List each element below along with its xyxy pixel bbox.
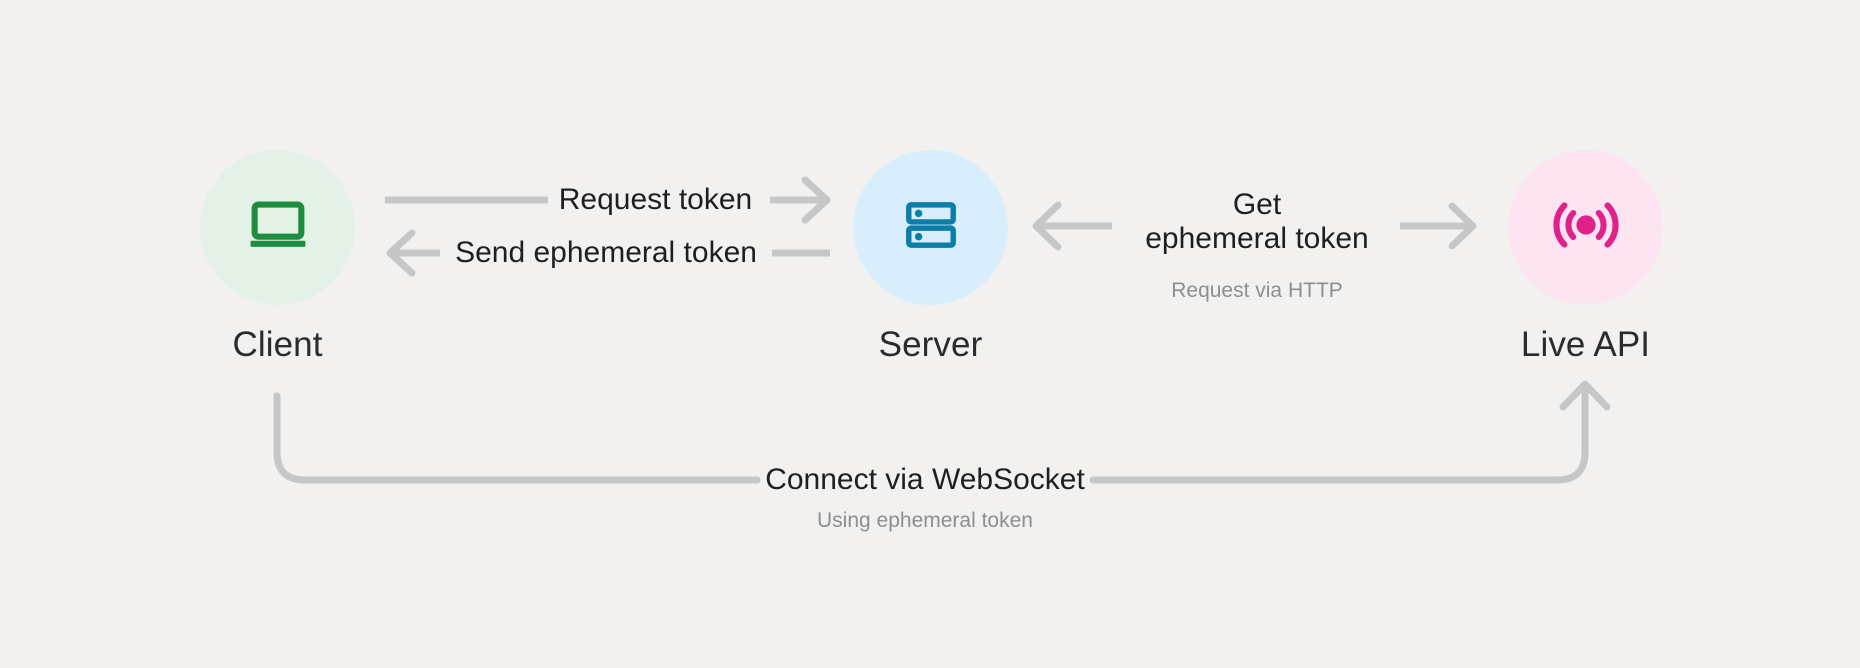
broadcast-signal-icon xyxy=(1551,190,1621,265)
live-api-label: Live API xyxy=(1520,325,1651,364)
request-token-arrow-icon xyxy=(770,176,831,224)
server-label: Server xyxy=(878,325,983,364)
client-bubble xyxy=(200,150,355,305)
client-label: Client xyxy=(232,325,323,364)
edge-label-connect-websocket: Connect via WebSocket xyxy=(765,463,1085,496)
send-ephemeral-token-arrow-icon xyxy=(386,229,440,277)
get-token-right-arrow-icon xyxy=(1400,202,1477,250)
websocket-path-left xyxy=(273,392,761,484)
edge-sublabel-using-ephemeral-token: Using ephemeral token xyxy=(817,509,1033,532)
edge-sublabel-request-via-http: Request via HTTP xyxy=(1171,279,1343,302)
websocket-arrowhead-icon xyxy=(1559,380,1611,411)
node-live-api[interactable]: Live API xyxy=(1508,150,1663,362)
edge-label-request-token: Request token xyxy=(558,183,753,216)
websocket-path-right xyxy=(1089,381,1589,484)
laptop-icon xyxy=(243,190,313,265)
node-client[interactable]: Client xyxy=(200,150,355,362)
server-bubble xyxy=(853,150,1008,305)
get-token-left-arrow-icon xyxy=(1032,201,1112,251)
edge-label-send-ephemeral-token: Send ephemeral token xyxy=(455,236,757,269)
server-rack-icon xyxy=(900,194,962,261)
node-server[interactable]: Server xyxy=(853,150,1008,362)
edge-label-get-ephemeral-token: Get ephemeral token xyxy=(1145,188,1369,255)
live-api-bubble xyxy=(1508,150,1663,305)
